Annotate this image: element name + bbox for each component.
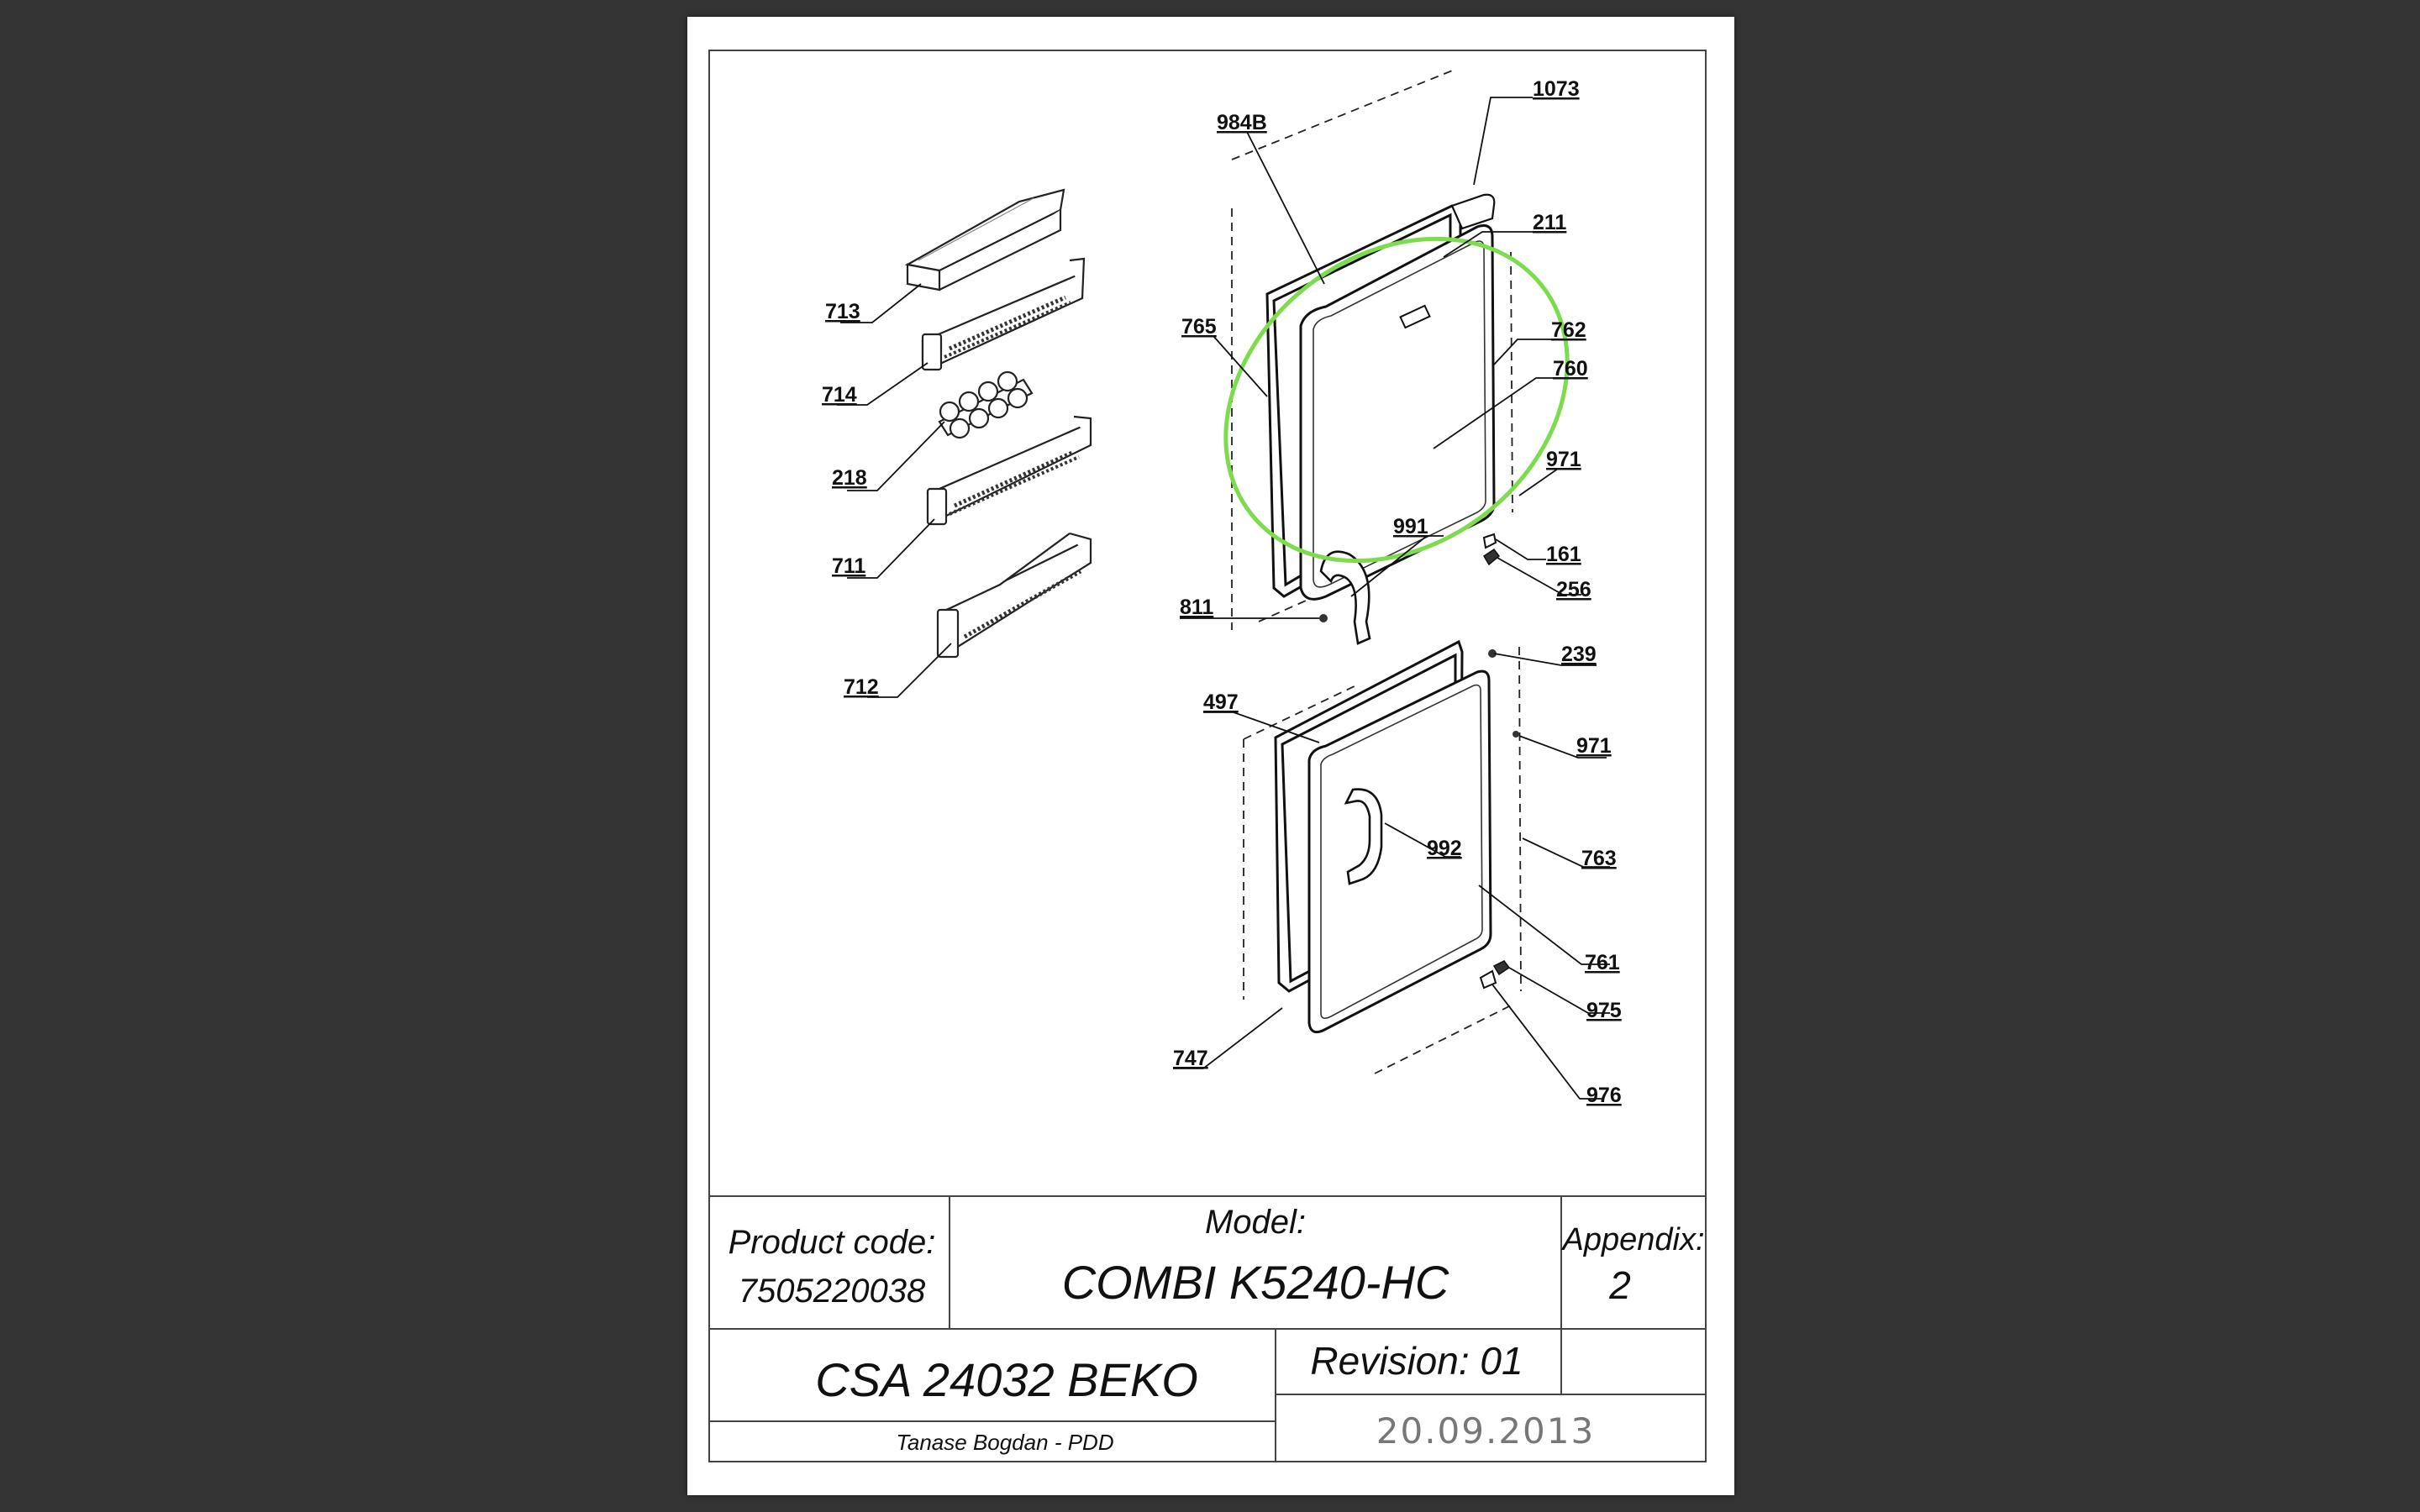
- hinge-976: [1479, 969, 1497, 990]
- callout-976: 976: [1586, 1084, 1622, 1107]
- callout-712: 712: [844, 675, 879, 699]
- revision: Revision: 01: [1310, 1339, 1523, 1383]
- hinge-cover-1073: [1450, 193, 1496, 230]
- freezer-door-assembly: [1243, 639, 1522, 1074]
- bushing-975: [1492, 960, 1511, 976]
- callout-labels: 1073 984B 211 765 762 760 971 991 161 25…: [822, 77, 1622, 1107]
- callout-218: 218: [832, 466, 867, 490]
- pin-161: [1482, 533, 1497, 549]
- callout-1073: 1073: [1533, 77, 1580, 101]
- shelf-712: [936, 532, 1092, 659]
- callout-975: 975: [1586, 999, 1622, 1022]
- callout-761: 761: [1585, 951, 1620, 974]
- callout-765: 765: [1181, 315, 1217, 339]
- shelf-711: [926, 415, 1092, 526]
- bushing-256: [1482, 548, 1501, 566]
- callout-984b: 984B: [1217, 111, 1267, 134]
- drawing-page: 1073 984B 211 765 762 760 971 991 161 25…: [687, 17, 1734, 1495]
- model-label: Model:: [1205, 1204, 1306, 1241]
- exploded-view-drawing: 1073 984B 211 765 762 760 971 991 161 25…: [708, 50, 1707, 1462]
- egg-tray-218: [938, 370, 1034, 439]
- callout-711: 711: [832, 554, 865, 578]
- product-code-label: Product code:: [729, 1224, 936, 1261]
- plug-971: [1512, 731, 1519, 738]
- callout-713: 713: [825, 300, 860, 323]
- callout-256: 256: [1556, 578, 1591, 601]
- freezer-door-panel-761: [1307, 669, 1492, 1034]
- callout-762: 762: [1551, 318, 1586, 342]
- callout-992: 992: [1427, 837, 1462, 860]
- drawing-frame: [708, 50, 1707, 1462]
- date: 20.09.2013: [1376, 1410, 1595, 1452]
- leader-lines: [837, 97, 1610, 1100]
- callout-763: 763: [1581, 847, 1617, 870]
- callout-991: 991: [1393, 515, 1428, 538]
- callout-239: 239: [1561, 643, 1597, 666]
- cap-239: [1488, 649, 1497, 658]
- callout-971-upper: 971: [1546, 448, 1581, 471]
- label-slot-211: [1399, 304, 1431, 329]
- appendix-value: 2: [1608, 1263, 1631, 1307]
- callout-714: 714: [822, 383, 857, 407]
- fridge-door-assembly: [1231, 70, 1513, 645]
- callout-747: 747: [1173, 1047, 1208, 1070]
- lower-door-guides: [1243, 646, 1522, 1074]
- model-value: COMBI K5240-HC: [1062, 1256, 1449, 1309]
- title-block: Product code: 7505220038 Model: COMBI K5…: [709, 1195, 1706, 1462]
- callout-971-lower: 971: [1576, 734, 1612, 758]
- callout-161: 161: [1546, 543, 1581, 566]
- shelf-714: [921, 257, 1086, 371]
- door-shelves-group: [904, 188, 1092, 659]
- product-code-value: 7505220038: [739, 1273, 926, 1310]
- callout-811: 811: [1180, 596, 1213, 619]
- appendix-label: Appendix:: [1560, 1222, 1704, 1257]
- drawing-name: CSA 24032 BEKO: [815, 1353, 1198, 1406]
- callout-497: 497: [1203, 690, 1239, 714]
- shelf-713: [904, 188, 1065, 291]
- author: Tanase Bogdan - PDD: [896, 1430, 1113, 1455]
- callout-211: 211: [1533, 211, 1566, 234]
- freezer-handle-992: [1344, 788, 1383, 885]
- screw-811: [1319, 614, 1328, 622]
- callout-760: 760: [1553, 357, 1588, 381]
- door-handle-991: [1319, 550, 1371, 645]
- highlight-ellipse: [1223, 236, 1570, 564]
